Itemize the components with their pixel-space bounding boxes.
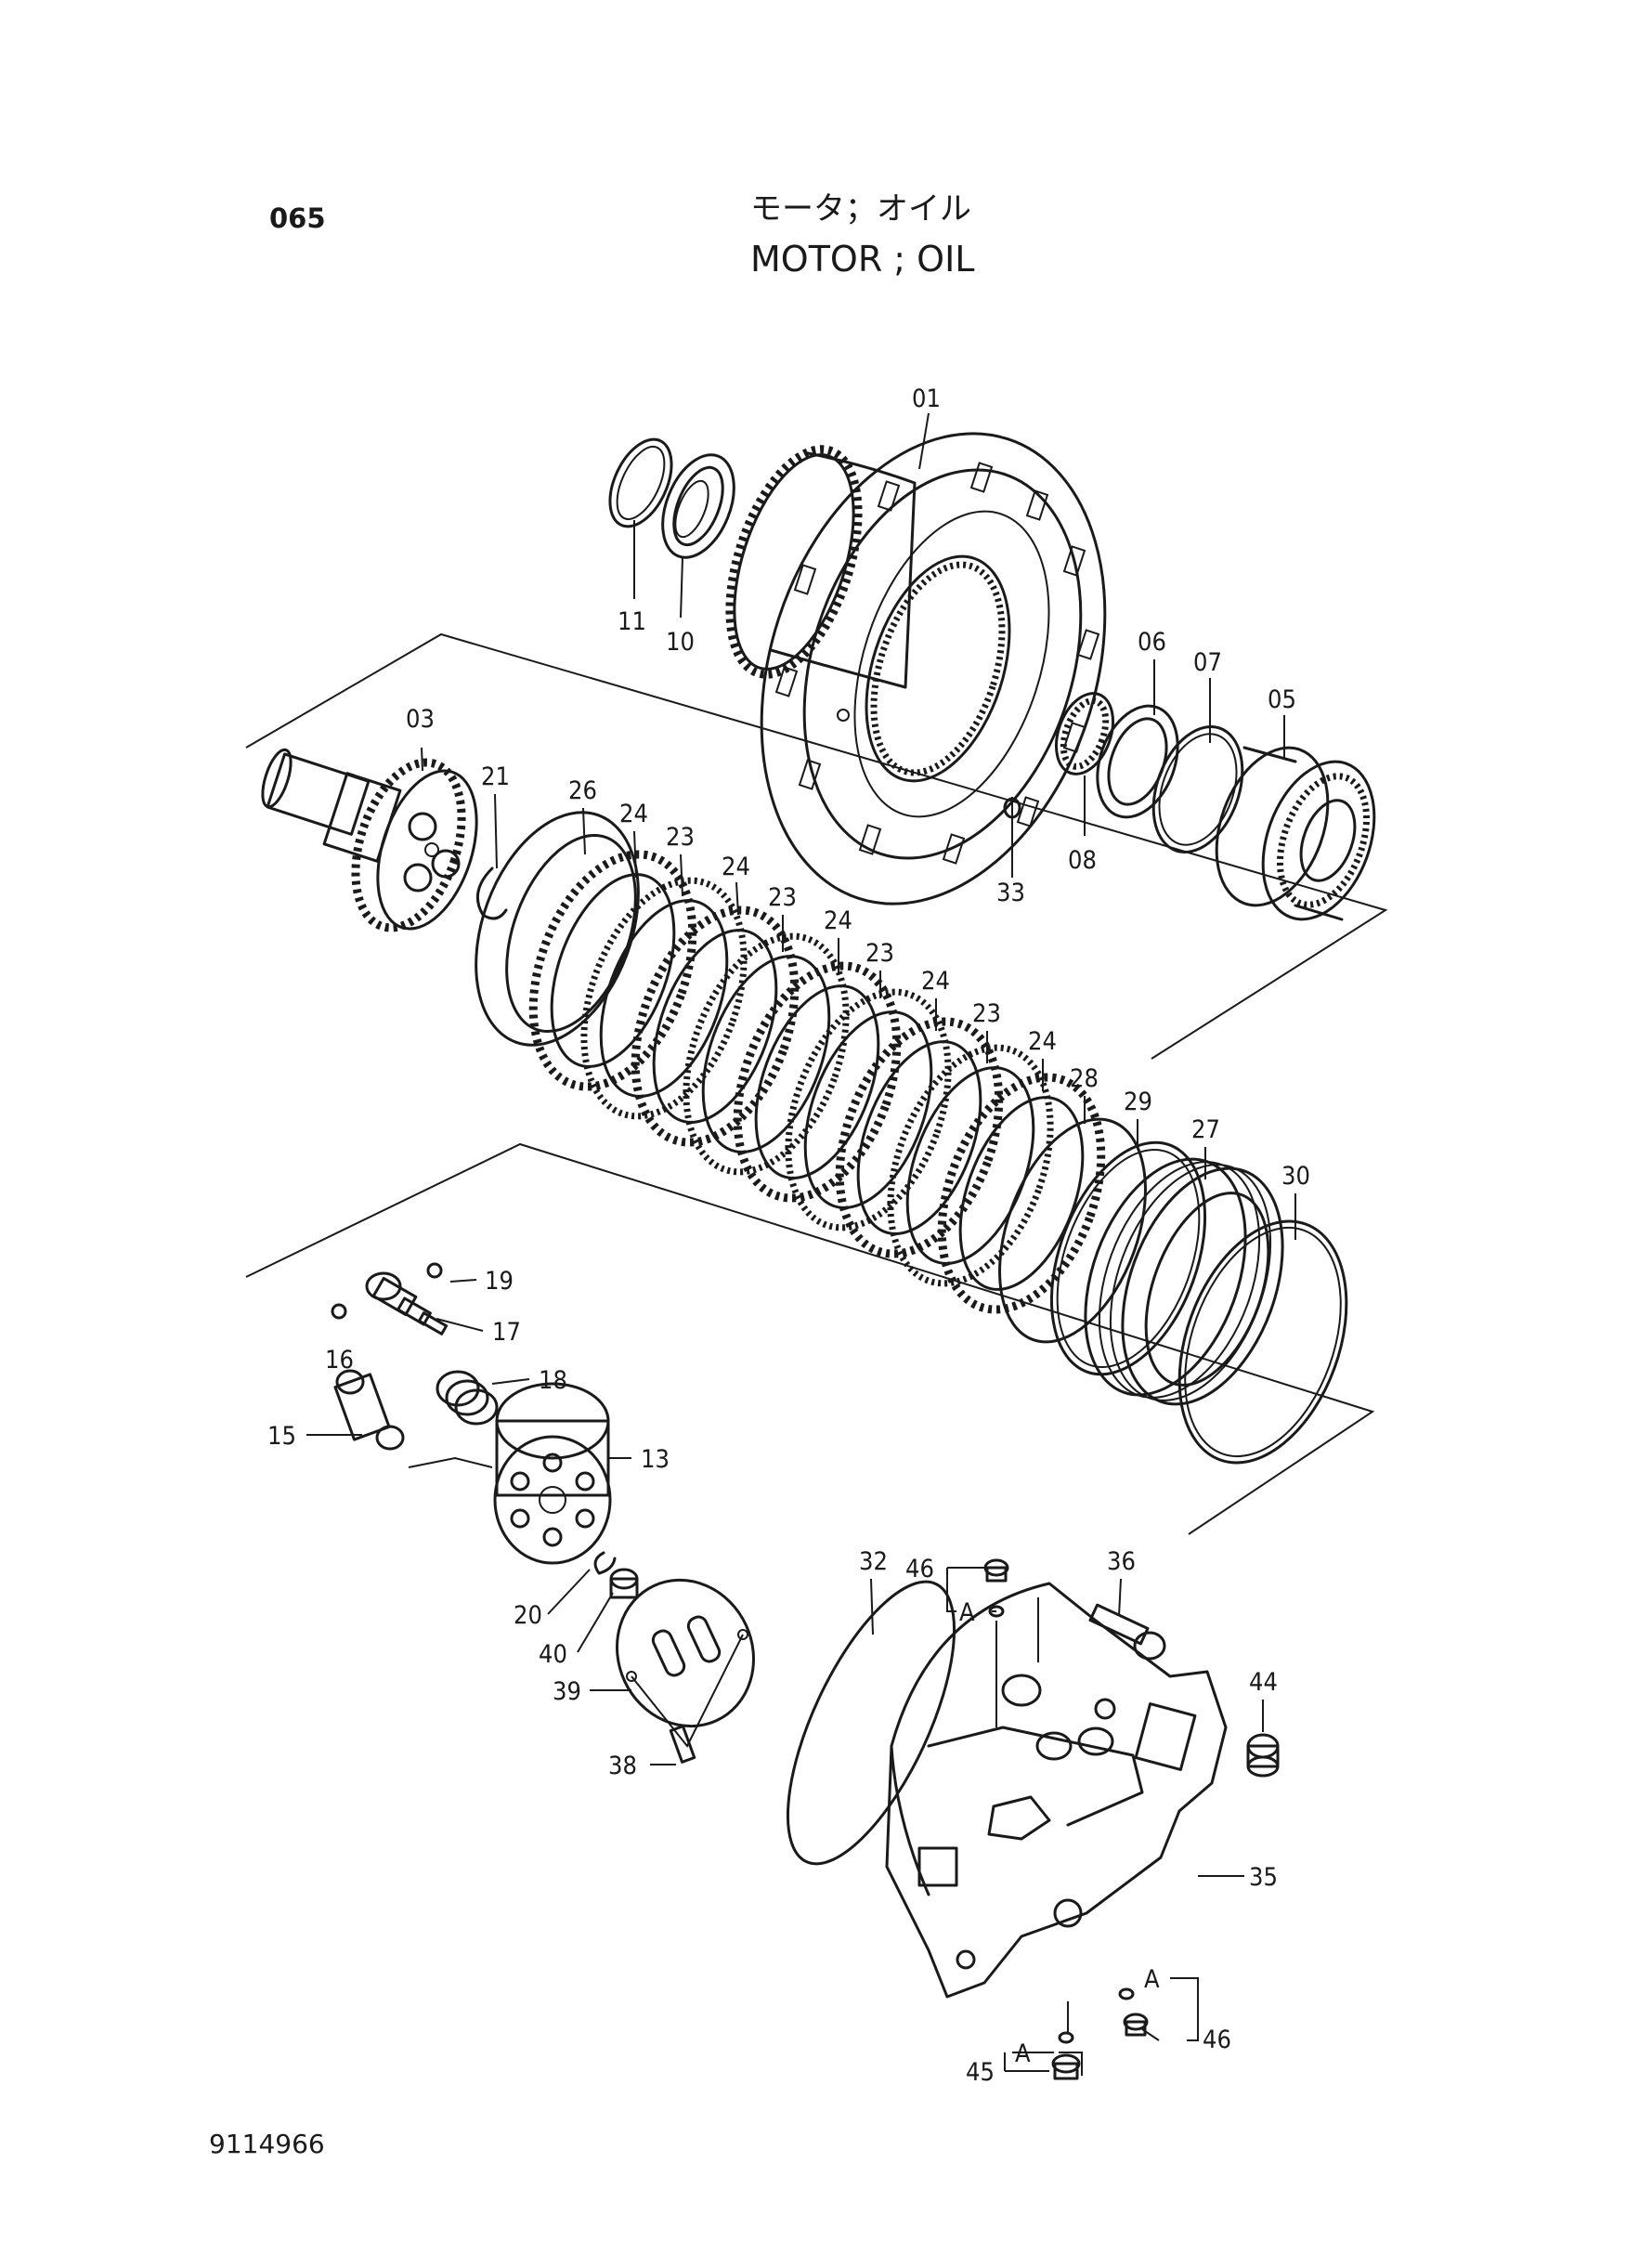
callout-33: 33 — [996, 879, 1025, 907]
title-english: MOTOR ; OIL — [750, 239, 974, 280]
drawing-number: 9114966 — [209, 2129, 325, 2159]
callout-24e: 24 — [1028, 1027, 1057, 1056]
ball-16 — [331, 1303, 347, 1320]
callout-labels: 01 11 10 06 07 05 08 33 03 21 26 24 23 2… — [267, 384, 1310, 2087]
friction-plate-24 — [528, 850, 697, 1091]
callout-36: 36 — [1107, 1547, 1136, 1576]
callout-32: 32 — [859, 1547, 888, 1576]
callout-44: 44 — [1249, 1668, 1278, 1697]
lower-group-frame — [245, 1142, 1375, 1535]
o-ring-a-bottom — [1058, 2031, 1074, 2044]
cylinder-block-13 — [493, 1382, 612, 1565]
ref-a-top: A — [959, 1598, 975, 1627]
ring-29 — [1049, 1140, 1207, 1376]
callout-24d: 24 — [921, 967, 950, 996]
pin-38 — [669, 1725, 696, 1764]
callout-23c: 23 — [865, 939, 894, 968]
steel-plate-23 — [785, 988, 952, 1231]
clip-20 — [593, 1551, 617, 1575]
callout-29: 29 — [1124, 1088, 1152, 1116]
callout-28: 28 — [1070, 1064, 1099, 1093]
callout-26: 26 — [568, 776, 597, 805]
callout-23d: 23 — [972, 999, 1001, 1028]
callout-13: 13 — [641, 1445, 670, 1474]
leader-lines — [306, 412, 1296, 2076]
disc-stack — [528, 850, 1106, 1314]
friction-plate-24 — [835, 1017, 1004, 1258]
callout-45: 45 — [966, 2058, 995, 2087]
valve-plate-39 — [616, 1578, 755, 1728]
callout-39: 39 — [553, 1677, 581, 1706]
spring-18 — [436, 1370, 499, 1426]
plate-26 — [475, 811, 640, 1047]
brake-piston-27 — [1084, 1157, 1284, 1406]
friction-plate-24 — [631, 905, 800, 1147]
housing-01 — [725, 432, 1107, 905]
steel-plate-23 — [683, 932, 850, 1176]
friction-plate-24 — [937, 1073, 1106, 1314]
o-ring-a-top — [988, 1605, 1005, 1618]
motor-body-35 — [885, 1582, 1228, 1999]
callout-30: 30 — [1281, 1162, 1310, 1191]
callout-46b: 46 — [1203, 2026, 1231, 2054]
bolt-36 — [1088, 1603, 1166, 1661]
pin-40 — [609, 1568, 639, 1599]
callout-10: 10 — [666, 628, 695, 657]
friction-plate-24 — [733, 961, 902, 1203]
page-code: 065 — [269, 202, 326, 234]
plug-46-bottom — [1123, 2013, 1149, 2037]
plug-44 — [1246, 1733, 1280, 1778]
steel-plate-23 — [887, 1044, 1054, 1287]
callout-15: 15 — [267, 1422, 296, 1451]
callout-46a: 46 — [905, 1555, 934, 1583]
callout-19: 19 — [485, 1267, 514, 1296]
plug-46-top — [983, 1558, 1009, 1583]
callout-18: 18 — [539, 1366, 567, 1395]
callout-40: 40 — [539, 1640, 567, 1669]
callout-03: 03 — [406, 705, 435, 734]
callout-05: 05 — [1268, 685, 1296, 714]
ball-19 — [426, 1262, 443, 1279]
callout-35: 35 — [1249, 1863, 1278, 1892]
steel-plate-23 — [580, 877, 748, 1120]
callout-21: 21 — [481, 762, 510, 791]
callout-38: 38 — [608, 1752, 637, 1780]
oil-seal-10 — [661, 453, 735, 559]
callout-27: 27 — [1191, 1115, 1220, 1144]
callout-23a: 23 — [666, 823, 695, 852]
o-ring-32 — [786, 1580, 956, 1866]
ring-07 — [1151, 725, 1244, 853]
callout-16: 16 — [325, 1346, 354, 1375]
callout-24b: 24 — [722, 853, 750, 881]
carrier-shaft-03 — [261, 748, 478, 932]
bearing-05 — [1215, 746, 1376, 921]
callout-24a: 24 — [619, 800, 648, 828]
ref-a-right: A — [1144, 1965, 1160, 1994]
callout-24c: 24 — [824, 906, 852, 935]
callout-08: 08 — [1068, 846, 1097, 875]
ring-28 — [998, 1117, 1147, 1344]
snap-ring-11 — [608, 437, 673, 528]
callout-11: 11 — [618, 607, 646, 636]
callout-20: 20 — [514, 1601, 542, 1630]
callout-23b: 23 — [768, 883, 797, 912]
o-ring-a-bottom-right — [1118, 1987, 1135, 2000]
callout-17: 17 — [492, 1318, 521, 1347]
nut-08 — [1055, 692, 1114, 775]
callout-01: 01 — [912, 384, 941, 413]
callout-07: 07 — [1193, 648, 1222, 677]
plug-45 — [1051, 2053, 1081, 2080]
callout-06: 06 — [1138, 628, 1166, 657]
bearing-06 — [1096, 704, 1179, 819]
ref-a-bottom: A — [1015, 2039, 1031, 2068]
valve-17 — [365, 1271, 449, 1335]
ring-30 — [1177, 1219, 1348, 1465]
title-japanese: モータ；オイル — [750, 190, 971, 228]
piston-15 — [333, 1369, 405, 1451]
